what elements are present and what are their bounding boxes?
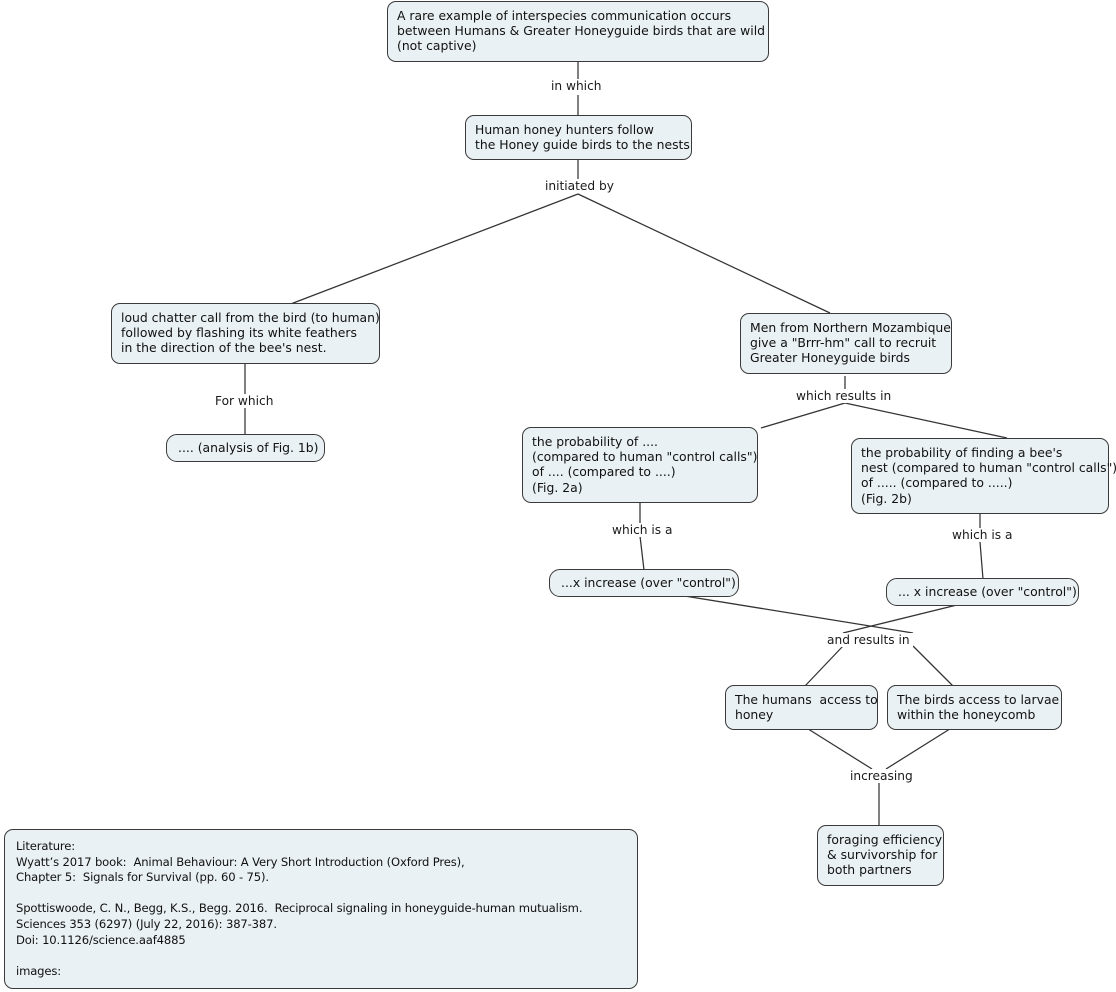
node-x-increase-left[interactable]: ...x increase (over "control"): [549, 569, 739, 598]
line-whichresultsin-to-fig2a: [760, 402, 846, 429]
line-initiatedby-to-mozambique: [577, 193, 831, 314]
link-label-initiated-by: initiated by: [542, 179, 617, 193]
link-label-increasing: increasing: [847, 769, 916, 783]
link-label-which-results-in: which results in: [793, 389, 895, 403]
line-andresultsin-to-birds: [912, 645, 954, 687]
line-increase-a-to-andresultsin: [659, 591, 914, 634]
line-birds-to-increasing: [885, 726, 954, 770]
node-root[interactable]: A rare example of interspecies communica…: [387, 1, 769, 62]
line-humans-to-increasing: [804, 726, 873, 770]
line-initiatedby-to-chatter: [287, 193, 579, 306]
link-label-and-results-in: and results in: [824, 633, 913, 647]
node-loud-chatter-call[interactable]: loud chatter call from the bird (to huma…: [111, 303, 380, 364]
node-probability-fig-2b[interactable]: the probability of finding a bee's nest …: [851, 438, 1116, 514]
node-x-increase-right[interactable]: ... x increase (over "control"): [886, 578, 1079, 607]
link-label-which-is-a-right: which is a: [949, 528, 1016, 542]
node-humans-access-honey[interactable]: The humans access to honey: [725, 685, 878, 731]
node-human-honey-hunters[interactable]: Human honey hunters follow the Honey gui…: [465, 115, 692, 161]
line-andresultsin-to-humans: [804, 645, 844, 687]
node-men-northern-mozambique[interactable]: Men from Northern Mozambique give a "Brr…: [740, 313, 952, 374]
node-birds-access-larvae[interactable]: The birds access to larvae within the ho…: [887, 685, 1062, 731]
line-whichisa-right-to-increase-b: [979, 541, 984, 580]
node-foraging-efficiency[interactable]: foraging efficiency & survivorship for b…: [817, 825, 944, 886]
literature-box[interactable]: Literature: Wyatt’s 2017 book: Animal Be…: [4, 829, 638, 989]
line-increase-b-to-andresultsin: [842, 602, 966, 634]
line-whichresultsin-to-fig2b: [844, 402, 1008, 439]
link-label-for-which: For which: [212, 394, 277, 408]
link-label-which-is-a-left: which is a: [609, 523, 676, 537]
node-probability-fig-2a[interactable]: the probability of .... (compared to hum…: [522, 427, 758, 503]
line-whichisa-left-to-increase-a: [639, 535, 645, 571]
link-label-in-which: in which: [548, 79, 605, 93]
node-analysis-fig-1b[interactable]: .... (analysis of Fig. 1b): [166, 434, 325, 463]
